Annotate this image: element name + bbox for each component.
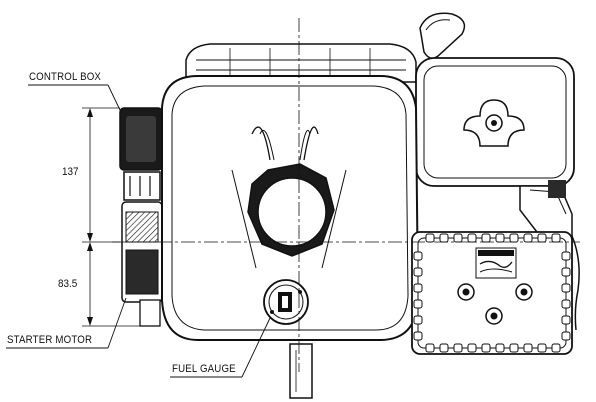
right-mechanism — [519, 180, 580, 331]
lifting-handle — [419, 12, 466, 59]
air-cleaner — [415, 57, 575, 187]
cooling-fins — [185, 43, 417, 83]
leader-lines — [6, 84, 271, 378]
output-shaft — [289, 343, 313, 399]
dimension-arrows — [87, 108, 93, 326]
muffler-bolts — [457, 283, 533, 325]
dimension-83-5: 83.5 — [58, 278, 78, 290]
starter-motor-label: STARTER MOTOR — [7, 334, 93, 346]
dimension-137: 137 — [62, 166, 79, 178]
control-box-label: CONTROL BOX — [29, 71, 102, 83]
control-box — [119, 107, 163, 201]
fuel-gauge-label: FUEL GAUGE — [172, 363, 236, 375]
fuel-gauge — [263, 279, 309, 325]
dimension-lines — [82, 107, 140, 327]
fuel-cap — [247, 163, 335, 257]
muffler — [411, 231, 573, 355]
starter-motor — [121, 201, 163, 327]
center-lines — [112, 18, 580, 372]
